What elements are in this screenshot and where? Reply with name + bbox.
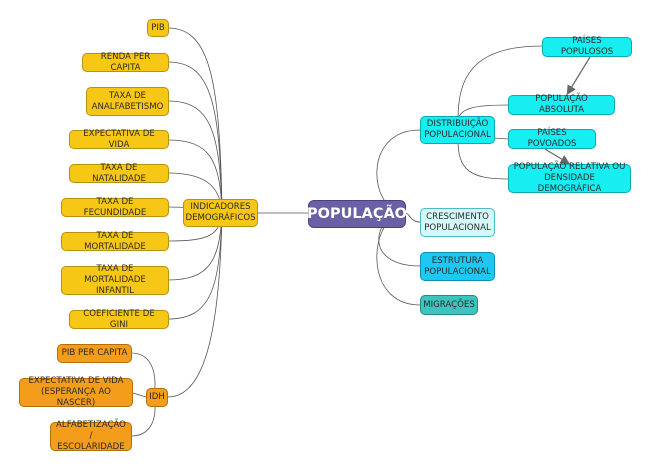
node-expectativa-de-vida[interactable]: EXPECTATIVA DE VIDA xyxy=(69,129,169,150)
node-idh[interactable]: IDH xyxy=(146,388,168,407)
link-idh xyxy=(167,211,223,398)
node-pib-per-capita[interactable]: PIB PER CAPITA xyxy=(57,344,132,363)
node-distribuicao-populacional[interactable]: DISTRIBUIÇÃO POPULACIONAL xyxy=(420,116,495,144)
node-taxa-de-fecundidade[interactable]: TAXA DE FECUNDIDADE xyxy=(61,197,169,218)
node-crescimento-populacional[interactable]: CRESCIMENTO POPULACIONAL xyxy=(420,208,495,237)
node-paises-populosos[interactable]: PAÍSES POPULOSOS xyxy=(542,36,632,57)
node-taxa-de-analfabetismo[interactable]: TAXA DE ANALFABETISMO xyxy=(86,87,169,116)
node-pib[interactable]: PIB xyxy=(147,19,169,37)
link-populacao-relativa xyxy=(457,139,509,180)
node-populacao-absoluta[interactable]: POPULAÇÃO ABSOLUTA xyxy=(508,94,615,115)
node-taxa-de-mortalidade[interactable]: TAXA DE MORTALIDADE xyxy=(61,231,169,252)
node-alfabetizacao-escolaridade[interactable]: ALFABETIZAÇÃO / ESCOLARIDADE xyxy=(50,420,132,452)
node-indicadores-demograficos[interactable]: INDICADORES DEMOGRÁFICOS xyxy=(183,199,258,227)
node-renda-per-capita[interactable]: RENDA PER CAPITA xyxy=(82,52,169,73)
node-coeficiente-de-gini[interactable]: COEFICIENTE DE GINI xyxy=(69,309,169,330)
node-paises-povoados[interactable]: PAÍSES POVOADOS xyxy=(508,128,596,149)
node-expectativa-de-vida-esperanca[interactable]: EXPECTATIVA DE VIDA (ESPERANÇA AO NASCER… xyxy=(19,376,133,408)
link-expectativa xyxy=(167,139,223,213)
node-migracoes[interactable]: MIGRAÇÕES xyxy=(420,295,478,315)
node-taxa-de-natalidade[interactable]: TAXA DE NATALIDADE xyxy=(69,163,169,184)
link-pib xyxy=(167,27,223,213)
link-gini xyxy=(167,211,223,320)
node-taxa-de-mortalidade-infantil[interactable]: TAXA DE MORTALIDADE INFANTIL xyxy=(61,264,169,296)
root-node-populacao[interactable]: POPULAÇÃO xyxy=(307,200,407,228)
node-estrutura-populacional[interactable]: ESTRUTURA POPULACIONAL xyxy=(420,252,495,281)
link-paises-populosos xyxy=(457,45,543,121)
arrow-populosos-absoluta xyxy=(566,56,591,96)
link-root-crescimento xyxy=(404,212,421,223)
link-renda xyxy=(167,61,223,213)
link-paises-povoados xyxy=(493,137,509,140)
arrow-povoados-relativa xyxy=(544,148,571,165)
link-idh-expectativa xyxy=(132,392,147,398)
link-analfabetismo xyxy=(167,100,223,213)
node-populacao-relativa[interactable]: POPULAÇÃO RELATIVA OU DENSIDADE DEMOGRÁF… xyxy=(508,162,631,194)
